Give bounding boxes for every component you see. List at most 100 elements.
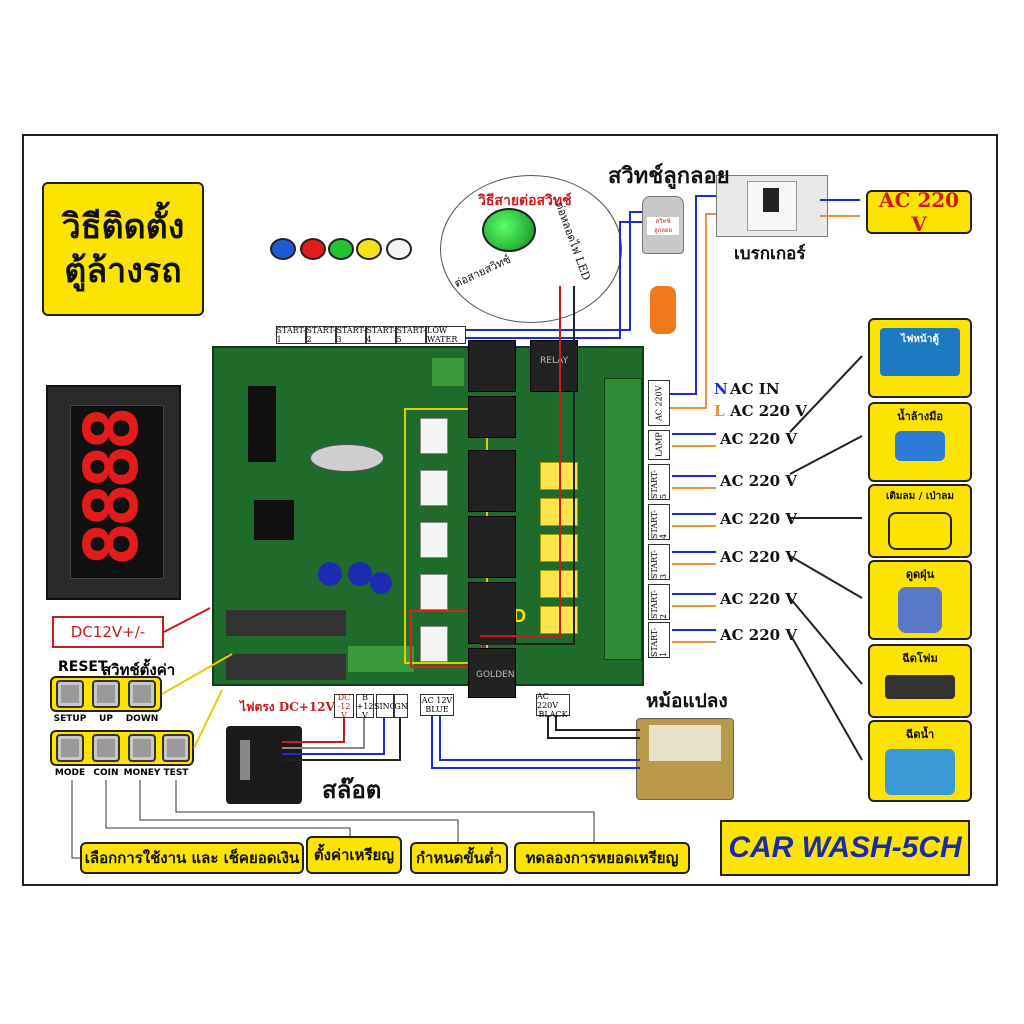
capacitor-2 <box>348 562 372 586</box>
test-label: TEST <box>163 768 189 778</box>
header-start-4: START-4 <box>366 326 396 344</box>
product-name: CAR WASH-5CH <box>728 831 962 864</box>
note-line-coin <box>105 780 351 836</box>
ac-out-start-5: AC 220 V <box>720 472 797 490</box>
ac12-term: AC 12V BLUE <box>420 694 454 716</box>
float-switch-label: สวิทช์ลูกลอย <box>608 163 730 189</box>
capacitor-1 <box>318 562 342 586</box>
note-money-text: กำหนดขั้นต่ำ <box>415 849 503 867</box>
lamp-icon: ไฟหน้าตู้ <box>880 328 960 376</box>
green-push-icon <box>328 238 354 260</box>
title-line2: ตู้ล้างรถ <box>64 251 182 291</box>
wire-led <box>480 286 561 637</box>
device-hand-wash: น้ำล้างมือ <box>868 402 972 482</box>
red-push-icon-2 <box>300 238 326 260</box>
ac12-line1: AC 12V <box>421 696 453 705</box>
wire-reset <box>161 653 233 695</box>
ac-out-start-1: AC 220 V <box>720 626 797 644</box>
note-test: ทดลองการหยอดเหรียญ <box>514 842 690 874</box>
breaker-label: เบรกเกอร์ <box>734 244 806 264</box>
arrow-handwash <box>789 435 863 475</box>
up-label: UP <box>99 714 113 724</box>
battery <box>310 444 384 472</box>
money-button[interactable] <box>128 734 156 762</box>
float-tag-text2: ลูกลอย <box>653 227 673 234</box>
vacuum-icon <box>898 587 942 633</box>
coin-term-dc: DC -12 V <box>334 693 354 720</box>
product-name-box: CAR WASH-5CH <box>720 820 970 876</box>
foam-gun-icon <box>885 675 955 699</box>
green-button-icon <box>482 208 536 252</box>
wire-coin-2 <box>282 718 365 749</box>
yellow-push-icon <box>356 238 382 260</box>
switch-connector-4 <box>420 574 448 610</box>
relay-brand: GOLDEN <box>476 670 515 680</box>
wire-ac220-black-2 <box>555 716 640 731</box>
ic-chip <box>248 386 276 462</box>
foam-label: ฉีดโฟม <box>902 652 938 665</box>
wire-low-water-2 <box>466 221 642 339</box>
note-mode: เลือกการใช้งาน และ เช็คยอดเงิน <box>80 842 304 874</box>
relay-5 <box>468 516 516 578</box>
water-label: ฉีดน้ำ <box>905 728 935 741</box>
setup-button[interactable] <box>56 680 84 708</box>
relay-1 <box>468 340 516 392</box>
down-button[interactable] <box>128 680 156 708</box>
air-gun-icon <box>888 512 952 550</box>
mode-button[interactable] <box>56 734 84 762</box>
note-test-text: ทดลองการหยอดเหรียญ <box>525 849 679 867</box>
wire-led-2 <box>480 286 575 645</box>
header-start-3: START-3 <box>336 326 366 344</box>
breaker-switch-icon <box>763 188 779 212</box>
header-start-1: START-1 <box>276 326 306 344</box>
output-terminal-strip <box>604 378 642 660</box>
relay-7 <box>468 648 516 698</box>
red-push-icon <box>270 238 296 260</box>
relay-2 <box>530 340 578 392</box>
wire-ac12-blue <box>431 716 640 769</box>
wire-mode <box>193 689 223 749</box>
ac-in-l: L <box>714 402 725 420</box>
test-button[interactable] <box>162 734 190 762</box>
coin-power-label: ไฟตรง DC+12V <box>240 700 335 714</box>
wire-dc12v <box>163 607 211 633</box>
wire-ac12-blue-2 <box>439 716 640 761</box>
device-lamp: ไฟหน้าตู้ <box>868 318 972 398</box>
ac-out-start-4: AC 220 V <box>720 510 797 528</box>
note-mode-text: เลือกการใช้งาน และ เช็คยอดเงิน <box>84 849 300 867</box>
settings-switch-label: สวิทช์ตั้งค่า <box>102 661 176 679</box>
title-line1: วิธีติดตั้ง <box>61 207 185 247</box>
note-money: กำหนดขั้นต่ำ <box>410 842 508 874</box>
ac12-line2: BLUE <box>425 705 449 714</box>
ac-out-start-2: AC 220 V <box>720 590 797 608</box>
vacuum-label: ดูดฝุ่น <box>905 568 935 581</box>
float-switch-tag: สวิทช์ลูกลอย <box>647 217 679 235</box>
note-line-test <box>175 780 595 842</box>
mode-label: MODE <box>54 768 86 778</box>
up-button[interactable] <box>92 680 120 708</box>
down-label: DOWN <box>125 714 159 724</box>
coin-term-gn: GN <box>394 694 408 718</box>
transformer-label: หม้อแปลง <box>646 690 728 712</box>
switch-connector-2 <box>420 470 448 506</box>
wire-coin-4 <box>282 718 401 761</box>
relay-board-text: RELAY <box>540 356 569 366</box>
float-tag-text1: สวิทช์ <box>655 218 671 225</box>
ac-out-start-3: AC 220 V <box>720 548 797 566</box>
pressure-washer-icon <box>885 749 955 795</box>
led-display: 8888 <box>46 385 181 600</box>
white-push-icon <box>386 238 412 260</box>
device-foam: ฉีดโฟม <box>868 644 972 718</box>
ic-chip-2 <box>254 500 294 540</box>
faucet-icon <box>895 431 945 461</box>
setup-label: SETUP <box>53 714 87 724</box>
coin-button[interactable] <box>92 734 120 762</box>
device-vacuum: ดูดฝุ่น <box>868 560 972 640</box>
tactile-buttons-2 <box>226 654 346 680</box>
capacitor-3 <box>370 572 392 594</box>
arrow-foam <box>789 597 863 685</box>
tactile-buttons <box>226 610 346 636</box>
hand-wash-label: น้ำล้างมือ <box>897 410 943 423</box>
switch-diagram <box>440 175 622 323</box>
wire-low-water <box>466 211 642 331</box>
